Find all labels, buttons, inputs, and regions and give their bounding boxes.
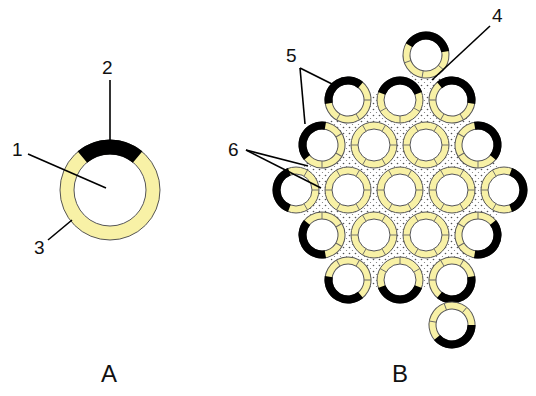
callout-number: 2 (102, 58, 113, 77)
callout-number: 1 (12, 140, 23, 159)
callout-number: 3 (34, 238, 45, 257)
callout-number: 5 (286, 46, 297, 65)
ring-cluster (273, 28, 527, 354)
panel-letter: A (101, 362, 117, 386)
leader-lines (28, 26, 490, 240)
panel-letter: B (392, 362, 408, 386)
callout-number: 6 (228, 140, 239, 159)
callout-number: 4 (492, 6, 503, 25)
single-ring (60, 140, 160, 240)
